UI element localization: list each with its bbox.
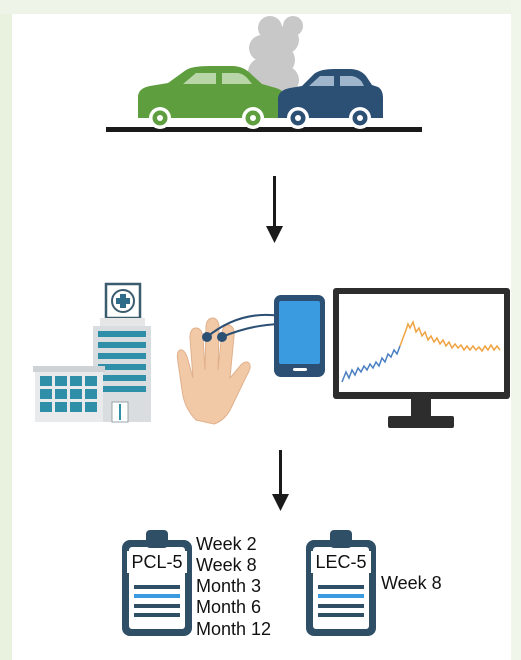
pcl-scale-name: PCL-5: [127, 551, 187, 573]
pcl-timepoint: Month 6: [196, 597, 262, 617]
lec-scale-name: LEC-5: [311, 551, 371, 573]
down-arrow-icon: [266, 176, 283, 243]
hospital-icon: [33, 282, 151, 423]
left-tint-strip: [0, 0, 12, 660]
pcl-timepoint: Week 2: [196, 534, 257, 554]
right-tint-strip: [511, 0, 521, 660]
top-tint-strip: [0, 0, 521, 14]
lec-timepoint: Week 8: [381, 573, 442, 593]
blue-car: [278, 69, 383, 129]
signal-monitor-icon: [333, 288, 510, 428]
green-car: [138, 66, 286, 129]
clipboard-icon: [306, 530, 376, 636]
clipboard-icon: [122, 530, 192, 636]
pcl-timepoint: Month 12: [196, 619, 272, 639]
hand-with-electrodes-icon: [176, 313, 281, 425]
down-arrow-icon: [272, 450, 289, 511]
pcl-timepoint: Month 3: [196, 576, 262, 596]
phone-device-icon: [274, 295, 325, 377]
road-line: [106, 127, 422, 132]
pcl-timepoint: Week 8: [196, 555, 257, 575]
car-crash-icon: [106, 16, 422, 132]
